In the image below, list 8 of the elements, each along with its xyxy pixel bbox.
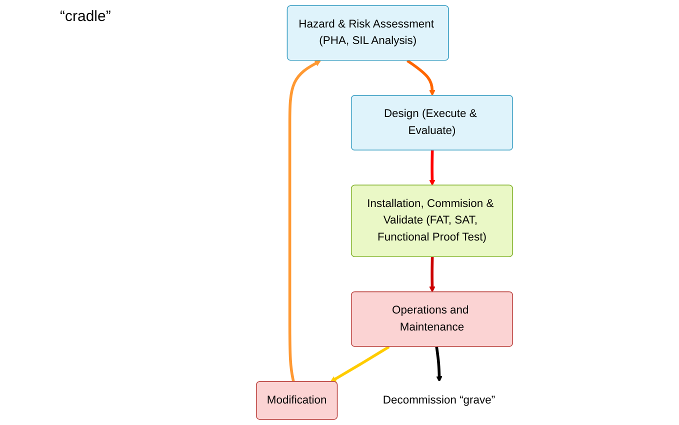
- note-text: “cradle”: [60, 8, 111, 25]
- arrow: [435, 346, 442, 382]
- arrow: [288, 60, 321, 382]
- arrow: [429, 150, 436, 186]
- arrow: [330, 346, 390, 382]
- arrow: [429, 257, 436, 292]
- node-text: Decommission “grave”: [382, 394, 496, 406]
- arrow: [406, 60, 436, 96]
